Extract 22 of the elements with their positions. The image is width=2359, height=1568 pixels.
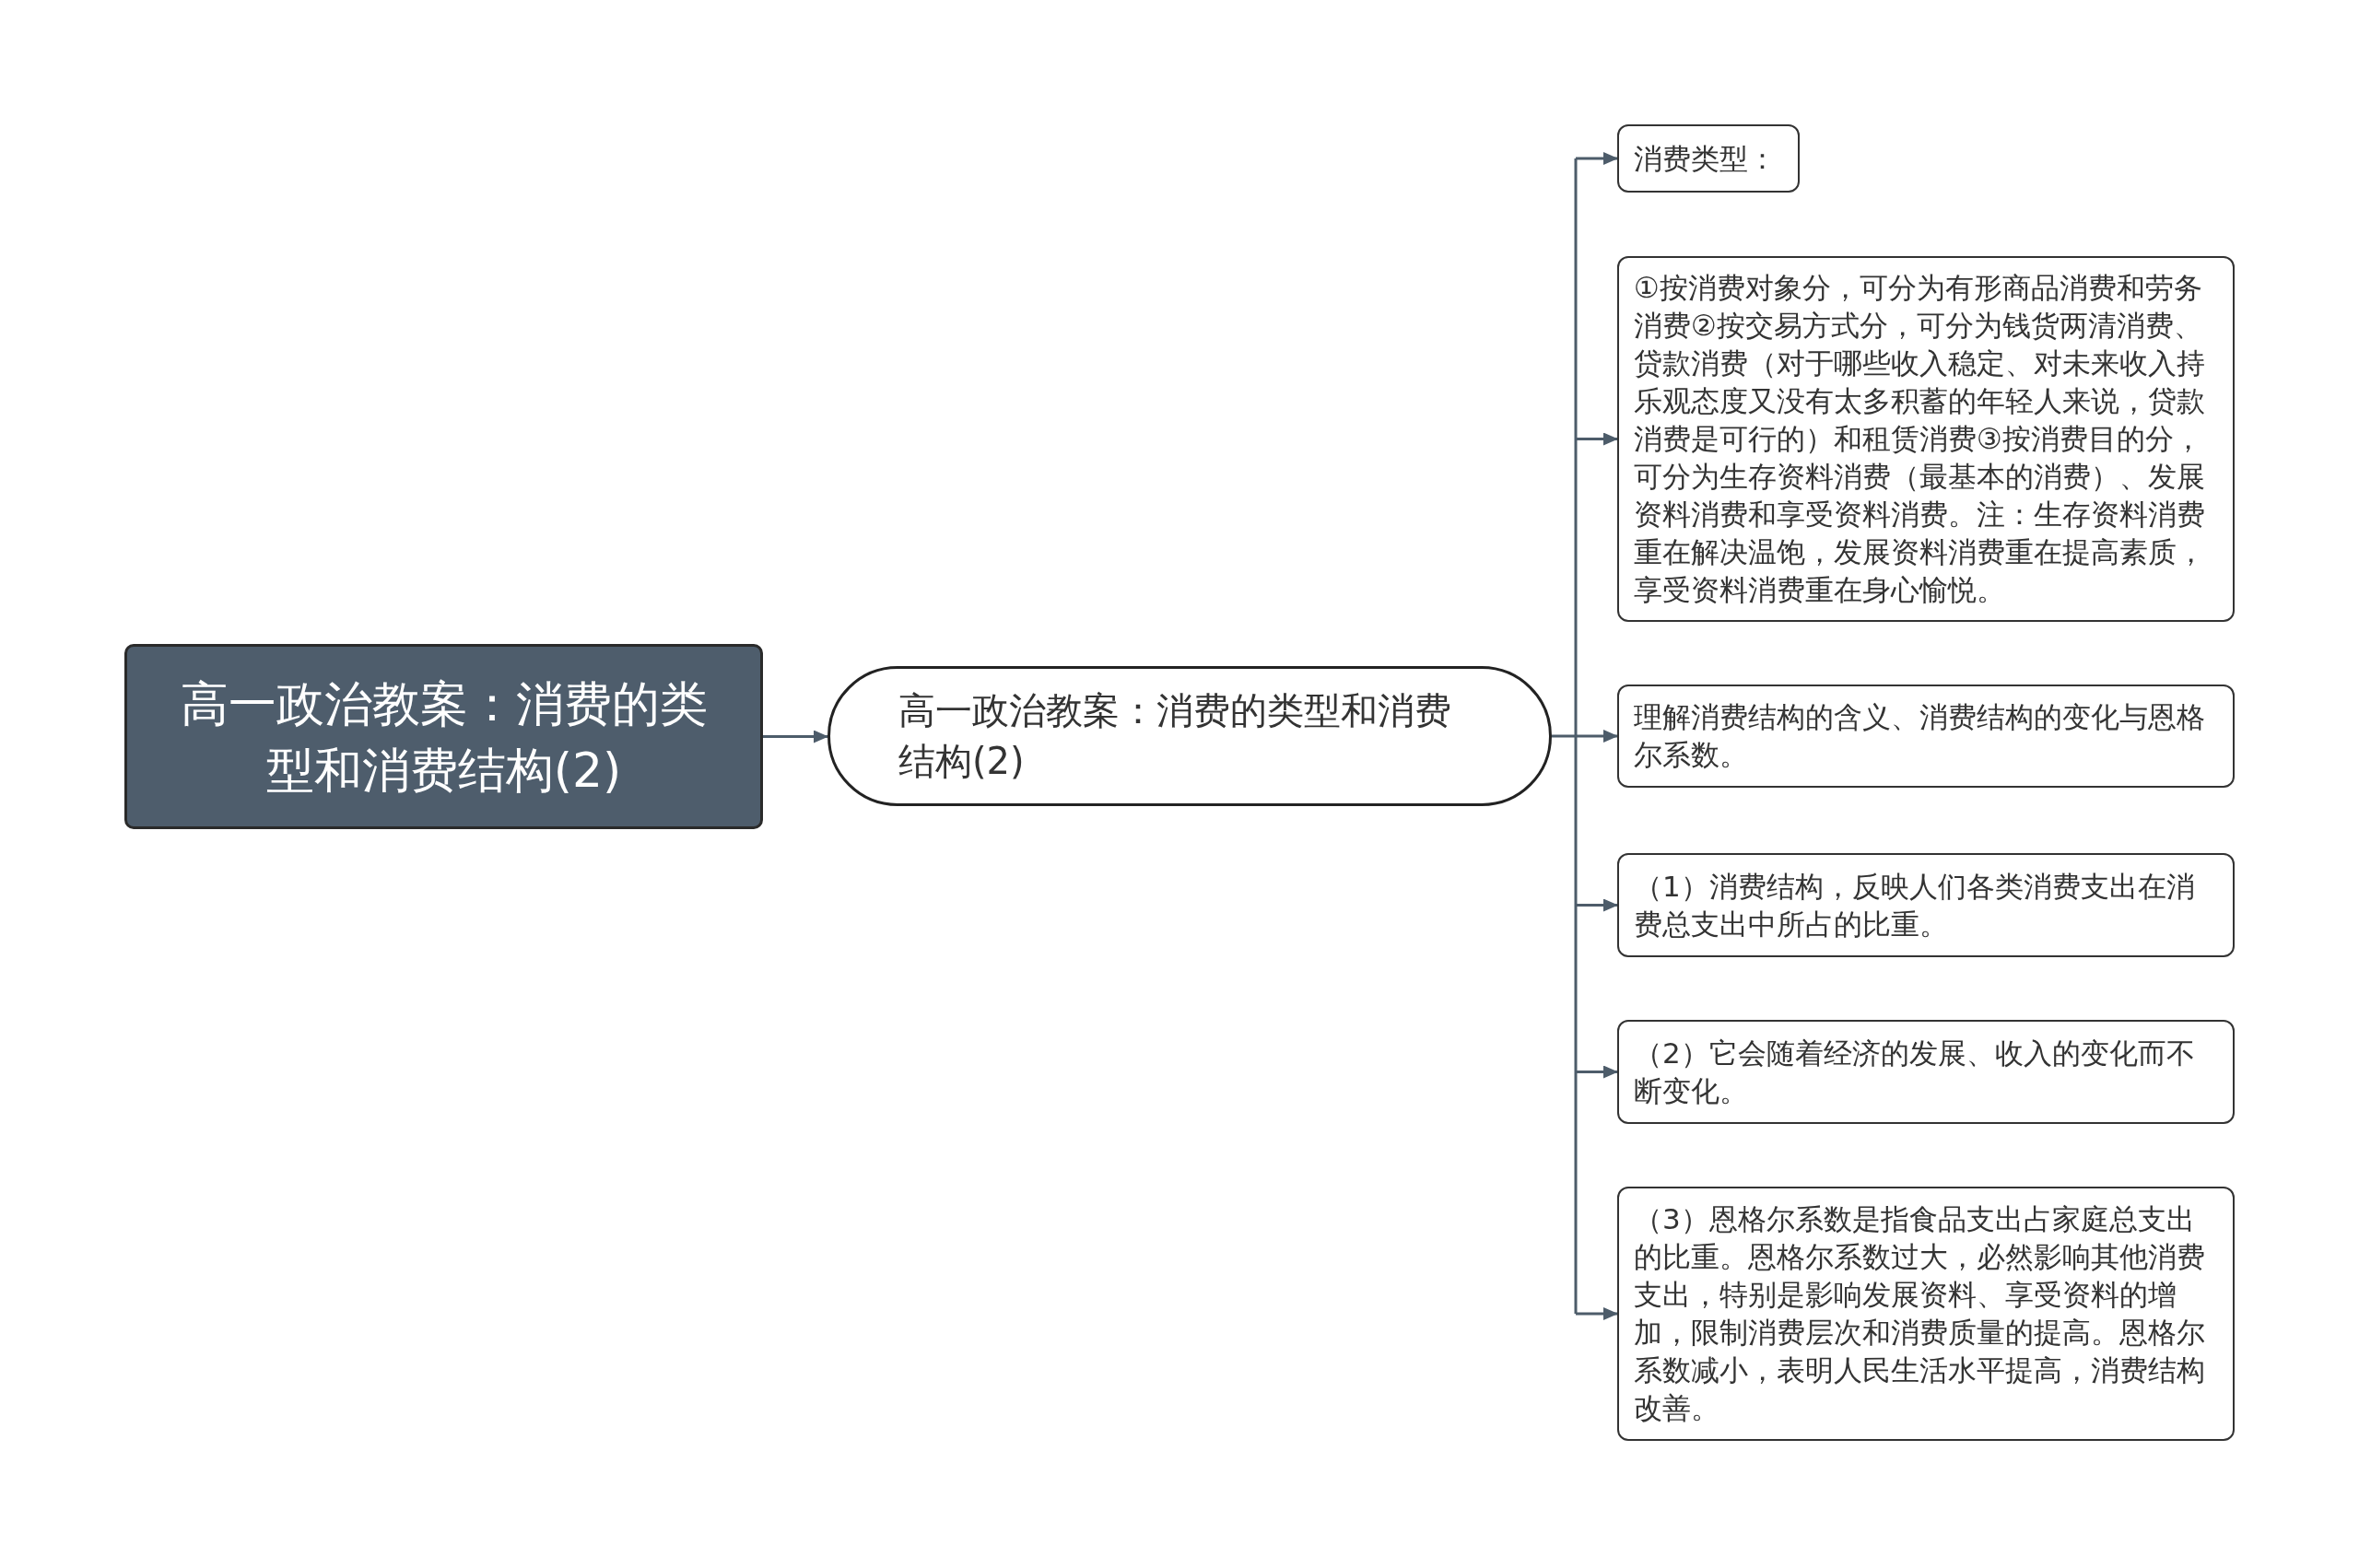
connector-line bbox=[1550, 157, 1578, 1316]
arrow bbox=[1576, 432, 1618, 446]
note-card bbox=[1617, 1187, 2235, 1441]
arrow bbox=[1576, 730, 1618, 743]
note-text: （3）恩格尔系数是指食品支出占家庭总支出的比重。恩格尔系数过大，必然影响其他消费支出，特别是影响发展资料、享受资料的增加，限制消费层次和消费质量的提高。恩格尔系数减小，表明人民生活水平提高，消费结构改善。 bbox=[1634, 1201, 2206, 1426]
note-text: （1）消费结构，反映人们各类消费支出在消费总支出中所占的比重。 bbox=[1634, 868, 2196, 942]
topic-title: 高一政治教案：消费的类型和消费结构(2) bbox=[179, 674, 709, 800]
arrow bbox=[763, 730, 828, 743]
note-card bbox=[1617, 685, 2235, 788]
central-topic bbox=[124, 644, 763, 829]
note-text: ①按消费对象分，可分为有形商品消费和劳务消费②按交易方式分，可分为钱货两清消费、贷款消费（对于哪些收入稳定、对未来收入持乐观态度又没有太多积蓄的年轻人来说，贷款消费是可行的）和租赁消费③按消费目的分，可分为生存资料消费（最基本的消费）、发展资料消费和享受资料消费。注：生存资料消费重在解决温饱，发展资料消费重在提高素质，享受资料消费重在身心愉悦。 bbox=[1634, 270, 2206, 608]
subtopic-text: 高一政治教案：消费的类型和消费结构(2) bbox=[898, 688, 1452, 784]
note-card bbox=[1617, 853, 2235, 957]
note-text: 消费类型： bbox=[1634, 140, 1778, 177]
note-card bbox=[1617, 1020, 2235, 1124]
arrow bbox=[1576, 152, 1618, 165]
arrow bbox=[1576, 898, 1618, 912]
note-text: （2）它会随着经济的发展、收入的变化而不断变化。 bbox=[1634, 1035, 2196, 1109]
arrow bbox=[1576, 1065, 1618, 1079]
arrow bbox=[1576, 1307, 1618, 1320]
note-text: 理解消费结构的含义、消费结构的变化与恩格尔系数。 bbox=[1634, 699, 2206, 773]
note-card bbox=[1617, 124, 1800, 193]
